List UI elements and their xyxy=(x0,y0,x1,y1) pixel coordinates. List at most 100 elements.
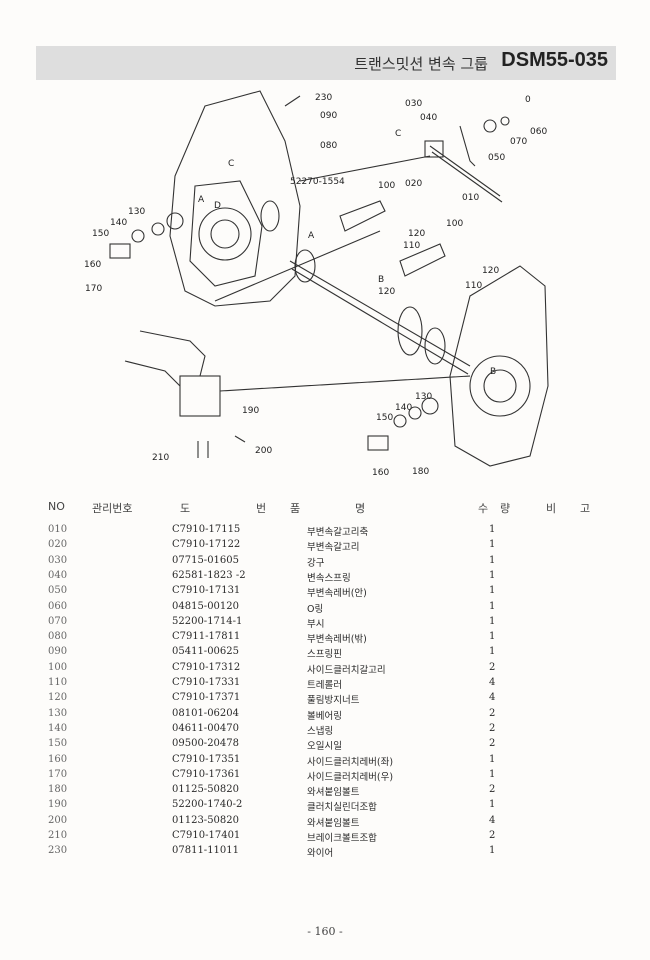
callout-b: B xyxy=(378,275,384,285)
bolt-200 xyxy=(234,435,246,443)
row-part-number: C7910-17131 xyxy=(172,585,241,597)
row-part-number: C7910-17361 xyxy=(172,768,241,780)
fork-left xyxy=(339,200,386,232)
row-no: 230 xyxy=(48,845,68,857)
row-no: 070 xyxy=(48,615,68,627)
shifter-shaft xyxy=(429,145,501,197)
callout-080: 080 xyxy=(320,141,337,151)
row-no: 110 xyxy=(48,677,68,688)
row-part-name: 와이어 xyxy=(307,848,334,860)
row-quantity: 4 xyxy=(489,692,496,704)
callout-110-b: 110 xyxy=(465,281,482,291)
row-part-name: 스프링핀 xyxy=(307,649,342,661)
row-quantity: 1 xyxy=(489,799,496,811)
row-quantity: 1 xyxy=(489,753,496,765)
group-code: DSM55-035 xyxy=(501,49,608,71)
callout-120-b: 120 xyxy=(482,266,499,276)
gear-b xyxy=(397,306,423,356)
row-part-name: 브레이크볼트조합 xyxy=(307,833,377,844)
row-no: 160 xyxy=(48,753,68,765)
callout-150-l: 150 xyxy=(92,229,109,239)
row-part-number: C7910-17122 xyxy=(172,539,241,551)
row-part-name: 트레롤러 xyxy=(307,680,342,691)
row-part-number: C7910-17331 xyxy=(172,677,241,688)
callout-050: 050 xyxy=(488,153,505,163)
row-part-number: C7910-17115 xyxy=(172,524,241,535)
page-header: 트랜스밋션 변속 그룹 DSM55-035 xyxy=(36,46,616,80)
row-part-name: 클러치실린더조합 xyxy=(307,802,377,814)
lever-right-160 xyxy=(367,435,389,451)
row-part-name: 강구 xyxy=(307,557,325,569)
gear-a xyxy=(294,249,316,283)
row-part-number: 07811-11011 xyxy=(172,845,240,857)
row-quantity: 4 xyxy=(489,814,496,826)
callout-110-a: 110 xyxy=(403,241,420,251)
wire-230 xyxy=(284,95,301,107)
row-no: 210 xyxy=(48,830,68,841)
row-no: 120 xyxy=(48,692,68,704)
row-part-number: 08101-06204 xyxy=(172,707,240,719)
callout-case-d: D xyxy=(214,201,221,211)
row-part-name: 스냅링 xyxy=(307,725,334,737)
callout-090: 090 xyxy=(320,111,337,121)
callout-040: 040 xyxy=(420,113,437,123)
clutch-cylinder xyxy=(179,375,221,417)
row-no: 090 xyxy=(48,646,68,658)
table-row: 190 52200-1740-2 클러치실린더조합 1 xyxy=(0,799,650,814)
row-quantity: 2 xyxy=(489,738,496,750)
row-no: 010 xyxy=(48,524,68,535)
right-case-outline xyxy=(449,265,549,467)
right-case-bore xyxy=(469,355,531,417)
col-header-do: 도 xyxy=(180,502,191,515)
callout-case-a: A xyxy=(198,195,205,205)
row-part-number: C7910-17371 xyxy=(172,692,241,704)
row-quantity: 1 xyxy=(489,646,496,658)
row-part-number: 07715-01605 xyxy=(172,554,240,566)
row-part-name: 부변속레버(안) xyxy=(307,588,367,600)
shifter-shaft-2 xyxy=(431,151,503,203)
fork-block xyxy=(424,140,444,158)
callout-180: 180 xyxy=(412,467,429,477)
row-part-number: C7911-17811 xyxy=(172,631,241,643)
callout-200: 200 xyxy=(255,446,272,456)
diagram-callouts: 230 090 080 030 040 C 0 060 070 050 020 … xyxy=(84,93,547,478)
callout-150-r: 150 xyxy=(376,413,393,423)
callout-a: A xyxy=(308,231,315,241)
right-case-bore-inner xyxy=(483,369,517,403)
row-part-name: 부시 xyxy=(307,618,325,630)
row-part-name: 사이드클러치레버(우) xyxy=(307,771,394,783)
row-part-number: C7910-17401 xyxy=(172,830,241,841)
callout-160-l: 160 xyxy=(84,260,101,270)
callout-020: 020 xyxy=(405,179,422,189)
row-quantity: 2 xyxy=(489,830,496,841)
row-part-name: 오일시일 xyxy=(307,741,342,753)
row-no: 150 xyxy=(48,738,68,750)
col-header-bi: 비 xyxy=(546,502,557,515)
row-part-number: 52200-1740-2 xyxy=(172,799,243,811)
col-header-beon: 번 xyxy=(256,502,267,515)
row-quantity: 2 xyxy=(489,661,496,673)
row-no: 190 xyxy=(48,799,68,811)
left-case-outline xyxy=(169,90,301,307)
callout-070: 070 xyxy=(510,137,527,147)
exploded-parts-diagram: 230 090 080 030 040 C 0 060 070 050 020 … xyxy=(84,90,549,478)
row-part-number: C7910-17312 xyxy=(172,661,241,673)
callout-partno: 52270-1554 xyxy=(290,177,345,187)
col-header-mgmt: 관리번호 xyxy=(92,502,133,515)
row-quantity: 1 xyxy=(489,539,496,551)
seal-right-150 xyxy=(393,414,407,428)
row-quantity: 1 xyxy=(489,615,496,627)
gear-c xyxy=(424,327,446,365)
row-part-name: 와셔붙임볼트 xyxy=(307,817,360,829)
row-quantity: 2 xyxy=(489,784,496,796)
